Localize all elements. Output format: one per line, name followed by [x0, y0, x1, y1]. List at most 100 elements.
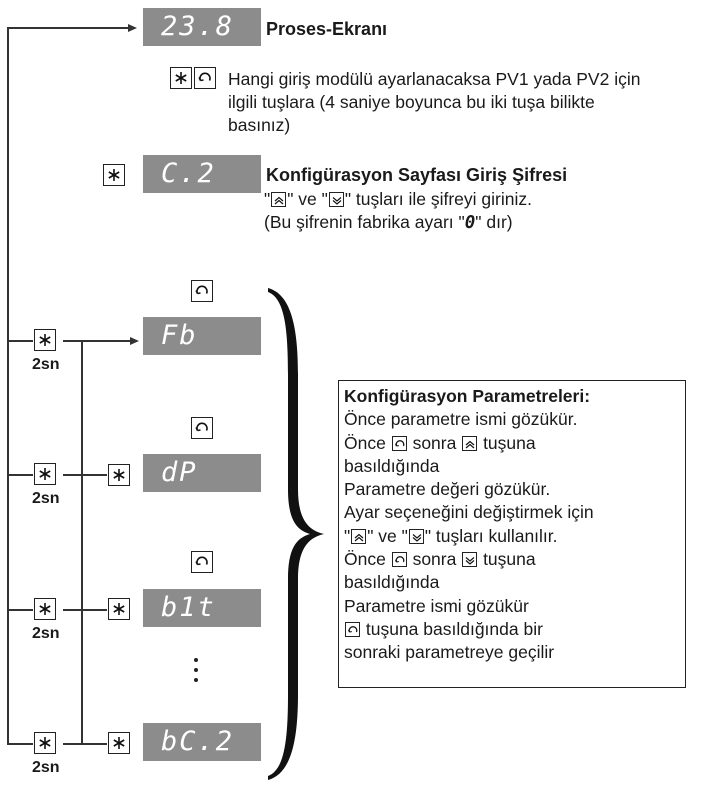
star-icon [38, 602, 52, 616]
display-fb: Fb [143, 317, 261, 355]
display-dp: dP [143, 454, 261, 492]
display-sifre-value: C.2 [161, 158, 216, 189]
star-key-2sn-4[interactable] [34, 732, 56, 754]
text-basildiginda: tuşuna basıldığında bir [361, 618, 543, 639]
display-bit-value: b1t [161, 592, 216, 623]
sifre-text-mid: " ve " [287, 189, 328, 209]
star-icon [113, 736, 125, 750]
down-key-icon [408, 528, 424, 544]
up-key-icon [271, 192, 287, 207]
vertical-ellipsis-icon [194, 658, 200, 688]
connector-branch-1 [7, 340, 33, 342]
loop-key-icon [391, 552, 407, 568]
display-dp-value: dP [161, 457, 198, 488]
connector-top-horizontal [7, 27, 129, 29]
infobox-line-10: tuşuna basıldığında bir [344, 618, 685, 641]
loop-key-dp[interactable] [191, 417, 213, 439]
display-fb-value: Fb [161, 320, 198, 351]
arrow-to-proses [128, 24, 137, 32]
infobox-title: Konfigürasyon Parametreleri: [344, 386, 591, 406]
connector-3-a [63, 609, 81, 611]
display-proses: 23.8 [143, 8, 261, 46]
text-once: Önce [344, 549, 391, 570]
connector-4-b [81, 743, 107, 745]
duration-label-2: 2sn [32, 490, 60, 507]
star-key-2sn-3[interactable] [34, 598, 56, 620]
connector-3-b [81, 609, 107, 611]
star-icon [38, 736, 52, 750]
star-icon [175, 71, 187, 85]
connector-branch-2 [7, 474, 33, 476]
star-icon [113, 602, 125, 616]
module-instruction-1: Hangi giriş modülü ayarlanacaksa PV1 yad… [228, 69, 641, 89]
duration-label-4: 2sn [32, 759, 60, 776]
infobox-line-1: Önce parametre ismi gözükür. [344, 409, 578, 430]
sifre-instruction-1: "" ve "" tuşları ile şifreyi giriniz. [264, 188, 532, 210]
connector-second-vertical [81, 340, 83, 743]
star-icon [38, 333, 52, 347]
down-key-icon [462, 552, 478, 568]
quote-open: " [264, 189, 271, 209]
connector-4-a [63, 743, 81, 745]
factory-text-end: " dır) [475, 212, 513, 232]
star-icon [113, 468, 125, 482]
loop-key-icon [391, 435, 407, 451]
loop-key-combo[interactable] [194, 67, 216, 89]
quote-open: " [344, 525, 351, 546]
factory-text: (Bu şifrenin fabrika ayarı " [264, 212, 465, 232]
infobox-line-7: Önce sonra tuşuna [344, 548, 685, 571]
connector-2-b [81, 474, 107, 476]
infobox-line-8: basıldığında [344, 572, 440, 593]
loop-key-fb[interactable] [191, 280, 213, 302]
up-key-icon [462, 435, 478, 451]
factory-zero: 0 [464, 213, 476, 233]
infobox-line-2: Önce sonra tuşuna [344, 432, 685, 455]
text-tusuna: tuşuna [478, 432, 536, 453]
loop-icon [195, 556, 208, 566]
infobox-line-11: sonraki parametreye geçilir [344, 642, 555, 663]
text-tusuna: tuşuna [478, 549, 536, 570]
infobox-line-3: basıldığında [344, 455, 440, 476]
curly-brace [268, 288, 324, 780]
loop-icon [195, 422, 208, 432]
display-proses-value: 23.8 [161, 11, 235, 42]
up-key-icon [351, 528, 367, 544]
star-key-sifre[interactable] [103, 164, 125, 186]
config-parameters-box: Konfigürasyon Parametreleri: Önce parame… [338, 380, 686, 688]
infobox-line-6: " " ve " " tuşları kullanılır. [344, 525, 685, 548]
star-key-2sn-1[interactable] [34, 329, 56, 351]
star-icon [38, 467, 52, 481]
module-instruction-2: ilgili tuşlara (4 saniye boyunca bu iki … [228, 92, 595, 112]
star-key-combo[interactable] [170, 67, 192, 89]
infobox-line-4: Parametre değeri gözükür. [344, 479, 551, 500]
connector-branch-3 [7, 609, 33, 611]
display-bit: b1t [143, 589, 261, 627]
text-ve: " ve " [367, 525, 408, 546]
sifre-instruction-2: (Bu şifrenin fabrika ayarı "0" dır) [264, 211, 513, 234]
text-sonra: sonra [407, 432, 462, 453]
star-key-bit[interactable] [108, 598, 130, 620]
text-sonra: sonra [407, 549, 462, 570]
connector-fb-horizontal [81, 340, 131, 342]
star-key-2sn-2[interactable] [34, 463, 56, 485]
connector-branch-4 [7, 743, 33, 745]
duration-label-3: 2sn [32, 625, 60, 642]
module-instruction-3: basınız) [228, 115, 291, 135]
down-key-icon [328, 192, 344, 207]
loop-key-icon [345, 621, 360, 637]
star-key-dp[interactable] [108, 464, 130, 486]
loop-icon [198, 72, 211, 82]
duration-label-1: 2sn [32, 356, 60, 373]
loop-key-bit[interactable] [191, 551, 213, 573]
display-bc2-value: bC.2 [161, 726, 235, 757]
text-once: Önce [344, 432, 391, 453]
infobox-line-5: Ayar seçeneğini değiştirmek için [344, 502, 594, 523]
arrow-to-fb [130, 337, 139, 345]
display-bc2: bC.2 [143, 723, 261, 761]
proses-title: Proses-Ekranı [266, 19, 388, 39]
connector-key-to-fb [63, 340, 81, 342]
infobox-line-9: Parametre ismi gözükür [344, 595, 529, 616]
star-key-bc2[interactable] [108, 732, 130, 754]
text-kullanilir: " tuşları kullanılır. [424, 525, 558, 546]
